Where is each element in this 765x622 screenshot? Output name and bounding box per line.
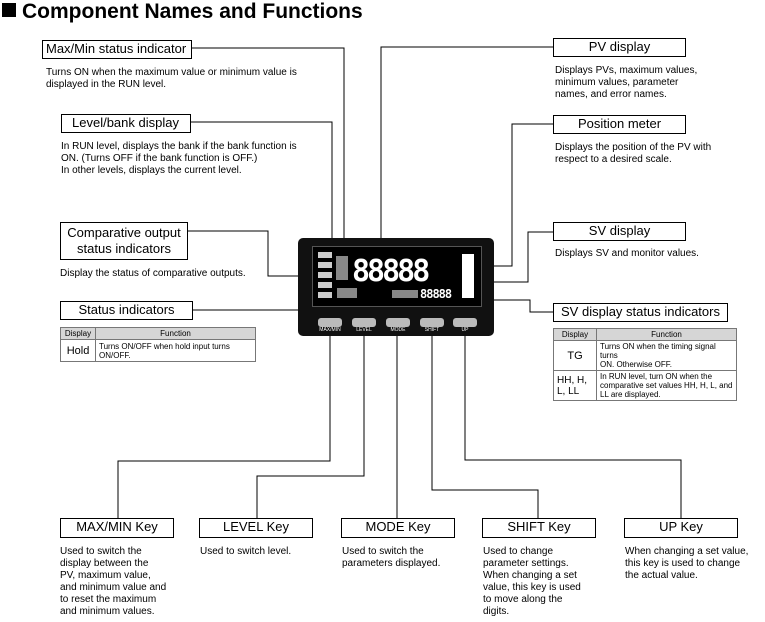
- up-key-label: UP Key: [624, 518, 738, 538]
- level-key-caption: LEVEL: [356, 327, 372, 333]
- pv-display-label: PV display: [553, 38, 686, 57]
- level-bank-label: Level/bank display: [61, 114, 191, 133]
- sv-status-indicator-block: [392, 290, 418, 298]
- maxmin-key-caption: MAX/MIN: [319, 327, 341, 333]
- sv-digits: 88888: [420, 287, 452, 301]
- level-key-label: LEVEL Key: [199, 518, 313, 538]
- position-meter-bar: [462, 254, 474, 298]
- status-indicator-block: [337, 288, 357, 298]
- indicator-segment: [318, 272, 332, 278]
- mode-key-caption: MODE: [390, 327, 406, 333]
- indicator-segment: [318, 282, 332, 288]
- level-bank-digit: [336, 256, 348, 280]
- comparative-output-desc: Display the status of comparative output…: [60, 268, 246, 279]
- sv-display-status-label: SV display status indicators: [553, 303, 728, 322]
- position-meter-label: Position meter: [553, 115, 686, 134]
- level-key[interactable]: [352, 318, 376, 327]
- maxmin-key-label: MAX/MIN Key: [60, 518, 174, 538]
- square-bullet-icon: [2, 3, 16, 17]
- indicator-segment: [318, 252, 332, 258]
- indicator-segment: [318, 292, 332, 298]
- sv-display-desc: Displays SV and monitor values.: [555, 248, 699, 259]
- maxmin-key[interactable]: [318, 318, 342, 327]
- maxmin-status-label: Max/Min status indicator: [42, 40, 192, 59]
- page-title: Component Names and Functions: [2, 0, 363, 24]
- shift-key-caption: SHIFT: [424, 327, 440, 333]
- status-indicators-label: Status indicators: [60, 301, 193, 320]
- up-key-desc: When changing a set value,this key is us…: [625, 546, 749, 581]
- sv-display-label: SV display: [553, 222, 686, 241]
- up-key-caption: UP: [461, 327, 469, 333]
- pv-digits: 88888: [352, 254, 430, 289]
- maxmin-status-desc: Turns ON when the maximum value or minim…: [46, 67, 297, 90]
- indicator-segment: [318, 262, 332, 268]
- pv-display-desc: Displays PVs, maximum values,minimum val…: [555, 65, 698, 100]
- level-key-desc: Used to switch level.: [200, 546, 292, 557]
- mode-key[interactable]: [386, 318, 410, 327]
- shift-key[interactable]: [420, 318, 444, 327]
- level-bank-desc: In RUN level, displays the bank if the b…: [61, 141, 297, 176]
- shift-key-label: SHIFT Key: [482, 518, 596, 538]
- mode-key-label: MODE Key: [341, 518, 455, 538]
- up-key[interactable]: [453, 318, 477, 327]
- title-text: Component Names and Functions: [22, 0, 363, 23]
